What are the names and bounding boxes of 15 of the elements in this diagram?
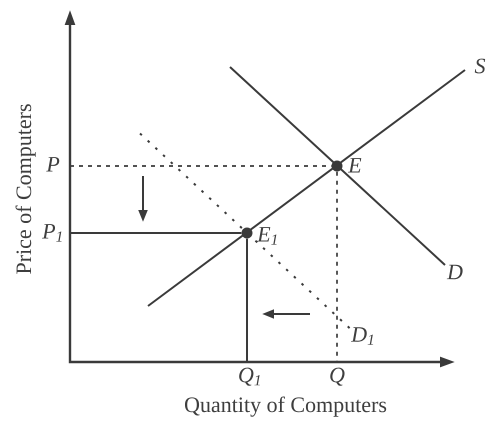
axis-title: Price of Computers [16, 104, 36, 274]
guide-line [246, 238, 248, 362]
axis-label: P [46, 157, 60, 172]
axis-label: Q [330, 368, 345, 386]
guide-line [70, 165, 332, 167]
curve-label: S [474, 58, 486, 74]
guide-line [336, 172, 338, 362]
axis-label: P$_{1}$ [42, 224, 62, 242]
axis-label: Q$_{1}$ [239, 368, 260, 386]
curve-label: D$_{1}$ [350, 327, 374, 345]
curve-label: D [446, 264, 463, 280]
point-label: E$_{1}$ [256, 227, 277, 245]
guide-line [70, 232, 242, 234]
point-label: E [348, 158, 362, 172]
axis-title: Quantity of Computers [184, 396, 386, 417]
